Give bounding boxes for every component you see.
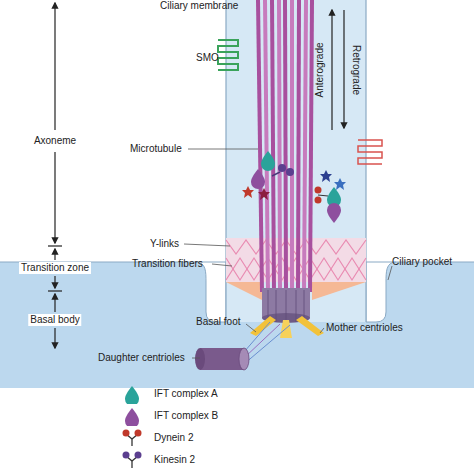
ift-train xyxy=(242,151,294,200)
legend-text: Dynein 2 xyxy=(154,432,193,444)
part-label: Microtubule xyxy=(130,143,182,155)
legend-text: IFT complex A xyxy=(154,388,218,400)
legend-symbol xyxy=(118,384,146,404)
legend-text: Kinesin 2 xyxy=(154,454,195,466)
daughter-centriole xyxy=(200,348,244,370)
part-label: Y-links xyxy=(150,238,179,250)
ift-train xyxy=(315,170,347,223)
transition-fibers xyxy=(226,258,366,280)
legend-symbol xyxy=(118,428,146,448)
transition-fiber-base xyxy=(312,282,366,300)
part-label: Ciliary pocket xyxy=(392,256,452,268)
basal-foot xyxy=(296,316,324,336)
part-label: Basal foot xyxy=(196,316,240,328)
ciliary-receptor xyxy=(358,140,382,164)
legend-symbol xyxy=(118,406,146,426)
part-label: Mother centrioles xyxy=(326,322,403,334)
microtubule-bundle xyxy=(258,0,312,292)
legend-symbol xyxy=(118,450,146,470)
part-label: Transition zone xyxy=(19,262,91,274)
cilium-body xyxy=(226,0,366,322)
region-bracket xyxy=(48,3,62,348)
retrograde-arrow xyxy=(343,10,344,128)
part-label: Daughter centrioles xyxy=(98,352,185,364)
part-label: Basal body xyxy=(28,314,81,326)
part-label: Retrograde xyxy=(350,45,362,95)
part-label: Anterograde xyxy=(314,42,326,97)
part-label: Ciliary membrane xyxy=(160,0,238,12)
part-label: Axoneme xyxy=(32,135,78,147)
part-label: Transition fibers xyxy=(132,258,203,270)
legend-text: IFT complex B xyxy=(154,410,218,422)
ciliary-pocket xyxy=(366,262,396,322)
smo-receptor xyxy=(218,40,238,70)
part-label: SMO xyxy=(196,52,219,64)
transition-zone-band xyxy=(226,238,366,282)
ciliary-pocket xyxy=(196,262,226,322)
anterograde-arrow xyxy=(331,10,332,130)
basal-foot xyxy=(250,316,276,336)
transition-fibers xyxy=(226,258,366,280)
y-links xyxy=(226,240,366,254)
transition-fiber-base xyxy=(226,282,262,300)
